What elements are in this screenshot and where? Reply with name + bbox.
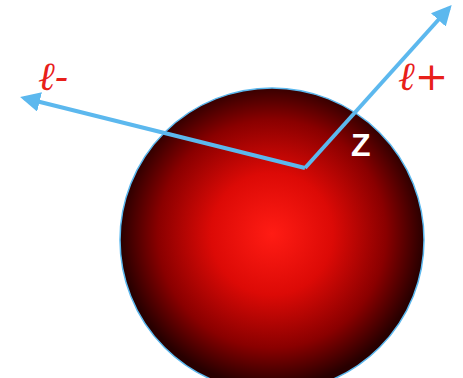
- particle-sphere: Z: [119, 87, 425, 378]
- lepton-minus-track: [24, 98, 305, 168]
- lepton-label: ℓ+: [398, 56, 448, 96]
- sphere-shape: [119, 87, 425, 378]
- lepton-label: ℓ-: [38, 56, 68, 96]
- lepton-plus-track: [305, 8, 449, 168]
- particle-label: Z: [351, 129, 371, 161]
